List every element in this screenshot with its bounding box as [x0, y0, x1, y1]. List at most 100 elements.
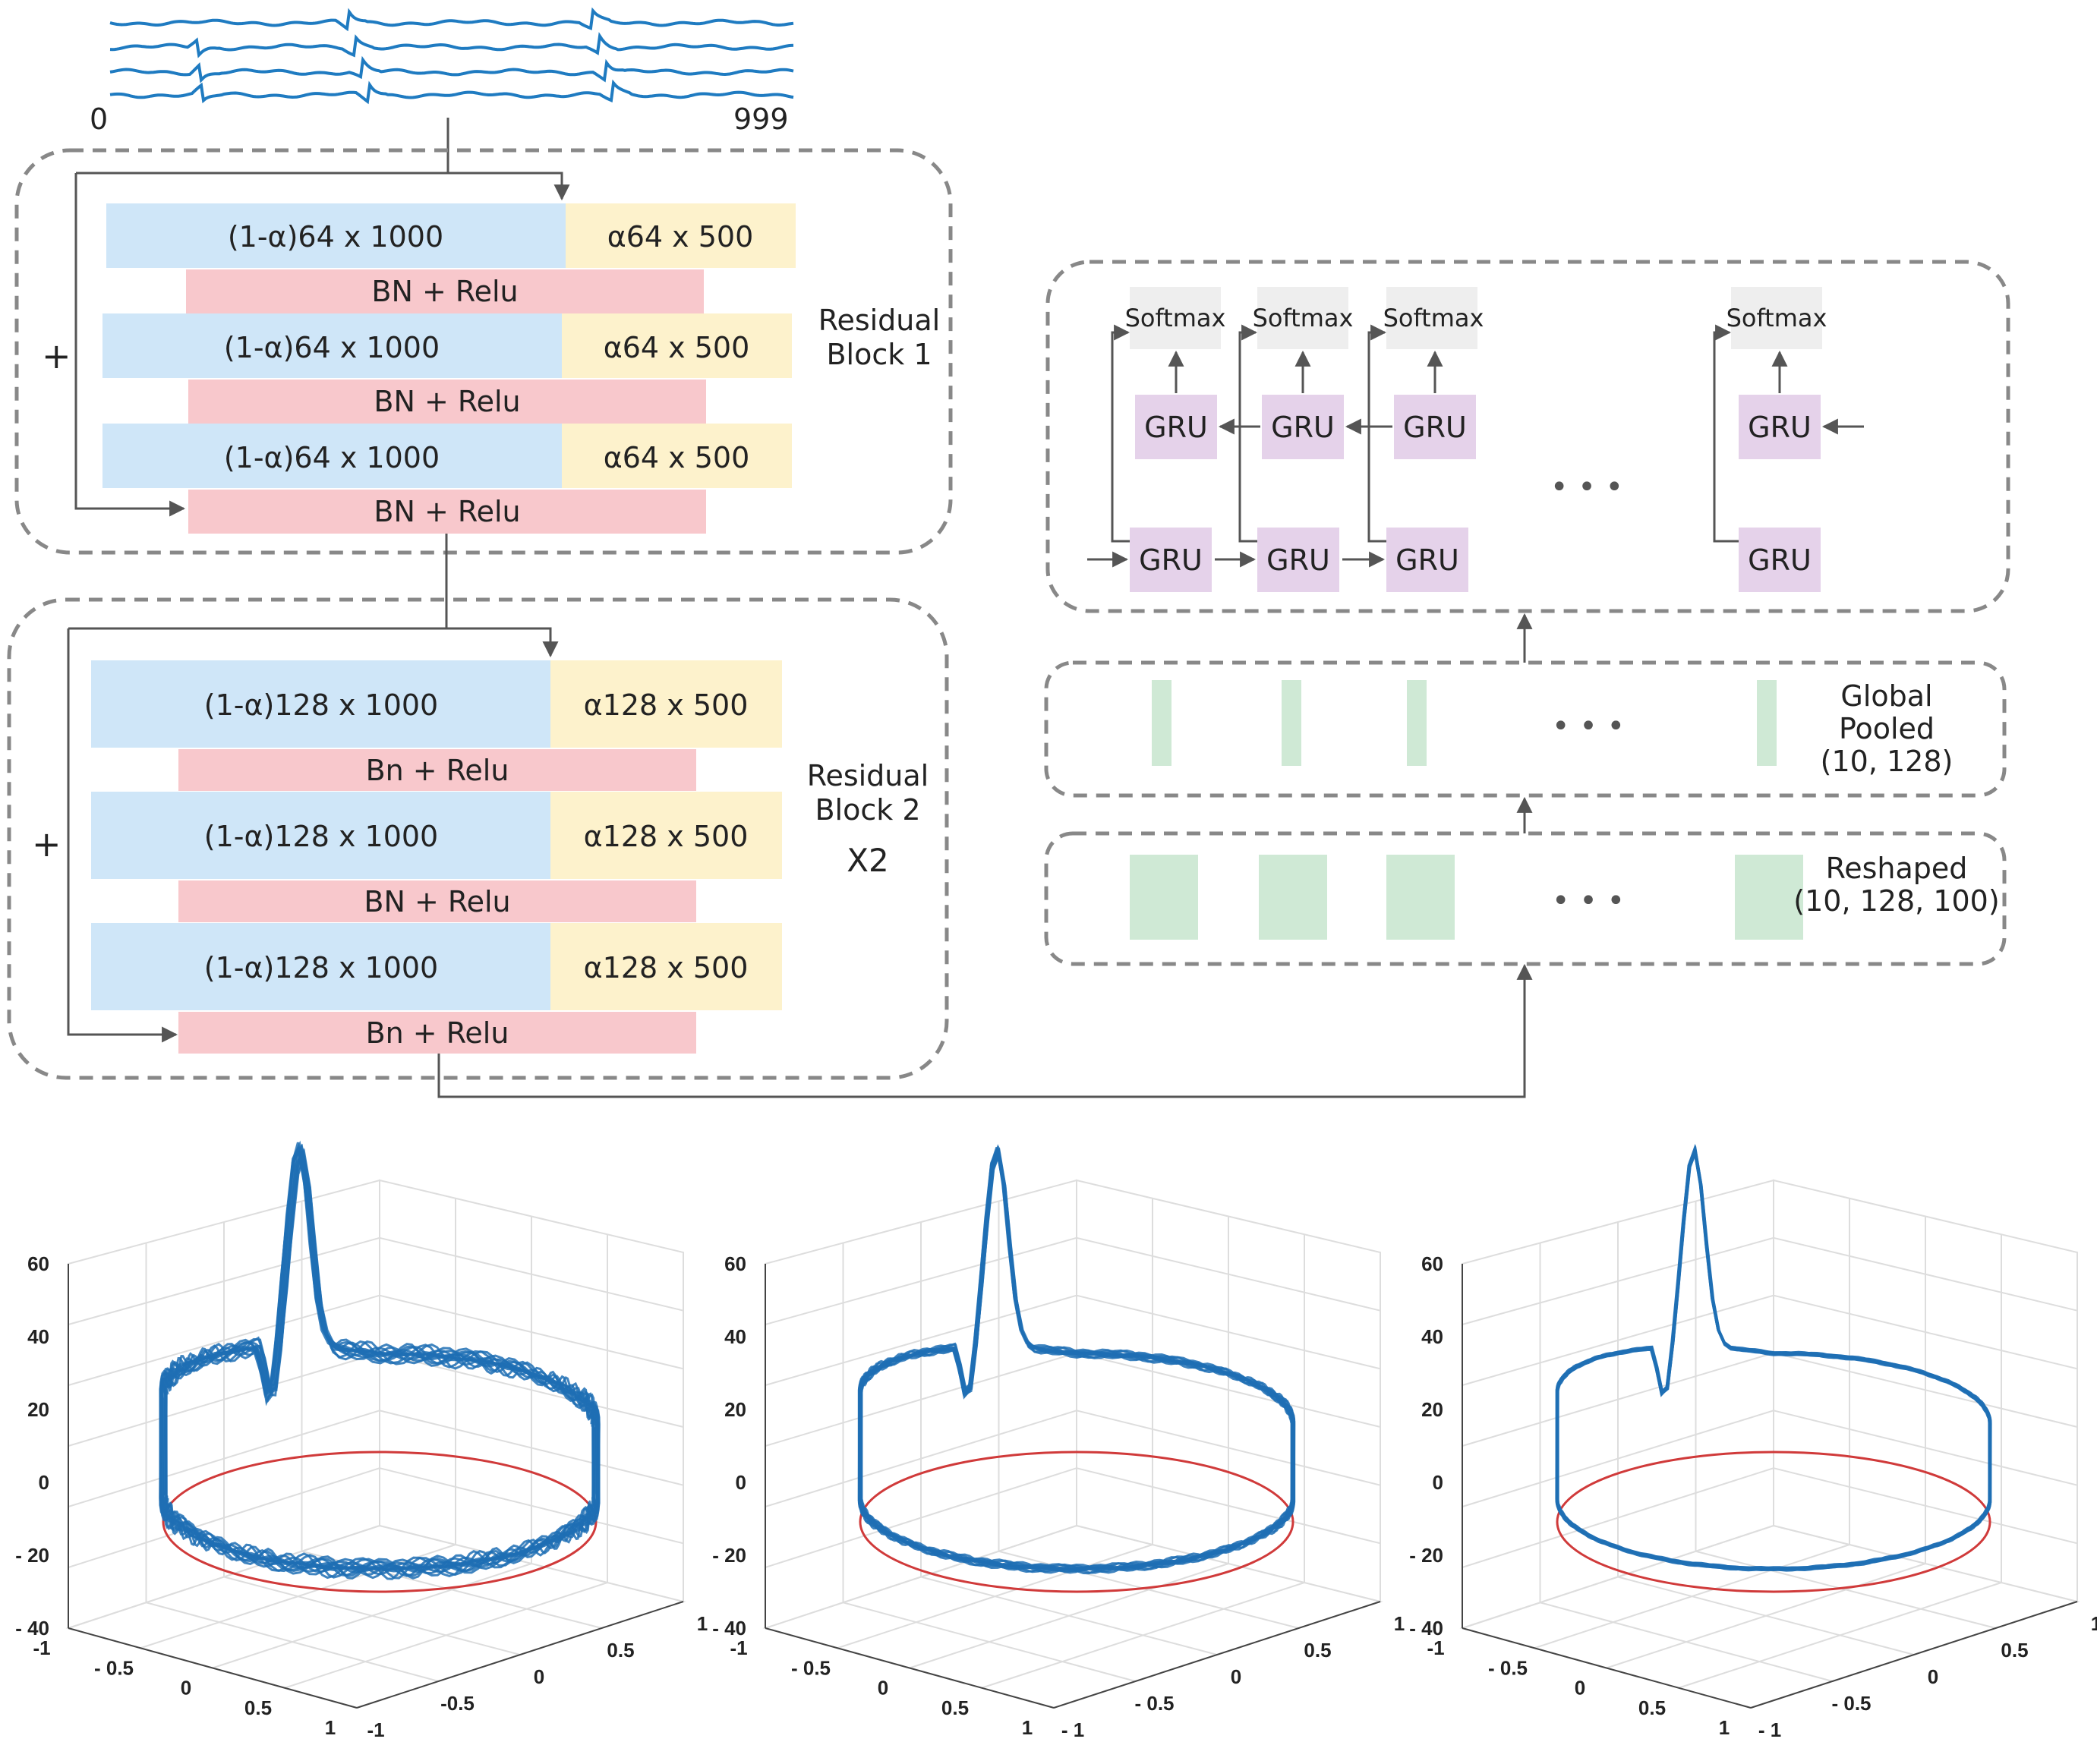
x-tick-label: -1	[1427, 1636, 1444, 1659]
conv-block-low-freq	[562, 424, 792, 488]
arrow	[1238, 324, 1258, 543]
z-tick-label: 0	[736, 1471, 746, 1494]
conv-label-low: α128 x 500	[584, 688, 749, 722]
conv-label-low: α64 x 500	[604, 331, 750, 364]
bn-relu-label: Bn + Relu	[366, 754, 509, 787]
gru-cell-backward	[1739, 395, 1821, 459]
reshaped-block: • • • Reshaped (10, 128, 100)	[1044, 831, 2007, 966]
global-pooled-block: • • • Global Pooled (10, 128)	[1044, 660, 2007, 798]
global-pooled-border	[1044, 660, 2007, 798]
grid-line	[981, 1582, 1305, 1689]
y-tick-label: -1	[367, 1718, 384, 1741]
ecg-loop-trace	[159, 1148, 600, 1573]
softmax-label: Softmax	[1125, 304, 1226, 332]
residual-plus-sign: +	[42, 335, 71, 376]
ellipsis: • • •	[1552, 884, 1625, 918]
gru-label: GRU	[1266, 543, 1330, 577]
conv-label-low: α64 x 500	[607, 220, 754, 254]
softmax-label: Softmax	[1383, 304, 1484, 332]
gru-cell-backward	[1135, 395, 1217, 459]
ecg-trace	[109, 7, 794, 32]
pooled-vector	[1407, 680, 1427, 766]
conv-label-low: α128 x 500	[584, 820, 749, 853]
ecg-trace	[109, 32, 794, 58]
ecg-trace	[109, 79, 794, 105]
x-axis	[765, 1627, 1055, 1709]
conv-label-low: α128 x 500	[584, 951, 749, 984]
conv-block-high-freq	[102, 313, 562, 378]
x-tick-label: -1	[730, 1636, 747, 1659]
conv-label-high: (1-α)128 x 1000	[204, 820, 438, 853]
ecg-loop-trace	[859, 1150, 1294, 1570]
bn-relu-label: BN + Relu	[364, 885, 510, 918]
gru-cell-forward	[1257, 528, 1339, 592]
y-tick-label: 1	[697, 1612, 708, 1635]
conv-block-high-freq	[91, 660, 550, 748]
z-tick-label: - 40	[15, 1617, 49, 1640]
skip-arrow-out	[67, 628, 178, 1043]
grid-line	[223, 1576, 521, 1655]
grid-line	[1695, 1550, 1996, 1629]
conv-label-high: (1-α)128 x 1000	[204, 688, 438, 722]
conv-label-high: (1-α)64 x 1000	[228, 220, 443, 254]
reshaped-label: Reshaped	[1826, 852, 1968, 885]
softmax-block	[1257, 287, 1348, 349]
arrow	[1367, 324, 1387, 543]
gru-cell-backward	[1394, 395, 1476, 459]
bn-relu-block	[178, 1012, 696, 1054]
global-pooled-label: Global	[1840, 679, 1932, 713]
skip-arrow-in	[448, 172, 570, 201]
x-tick-label: 0	[878, 1677, 888, 1699]
conv-block-high-freq	[91, 792, 550, 879]
z-tick-label: 0	[1433, 1471, 1443, 1494]
x-tick-label: 1	[1022, 1716, 1033, 1739]
pooled-vector	[1152, 680, 1171, 766]
z-tick-label: 60	[724, 1252, 746, 1275]
conv-label-high: (1-α)64 x 1000	[224, 441, 440, 474]
global-pooled-shape-label: (10, 128)	[1821, 745, 1954, 778]
softmax-block	[1731, 287, 1822, 349]
ecg-loop-trace	[161, 1150, 598, 1570]
residual-block-2-label: Residual	[807, 759, 929, 792]
input-ecg-signal: 0 999	[90, 7, 794, 136]
conv-label-high: (1-α)64 x 1000	[224, 331, 440, 364]
y-tick-label: - 1	[1061, 1718, 1084, 1741]
conv-block-low-freq	[562, 313, 792, 378]
gru-cell-forward	[1130, 528, 1212, 592]
bn-relu-label: BN + Relu	[371, 275, 518, 308]
residual-block-2-label: Block 2	[815, 793, 920, 827]
x-tick-label: 0.5	[941, 1696, 969, 1719]
y-tick-label: 0	[534, 1665, 544, 1688]
arrow	[1713, 324, 1739, 543]
gru-cell-forward	[1739, 528, 1821, 592]
residual-plus-sign: +	[32, 824, 61, 865]
y-tick-label: 1	[1394, 1612, 1405, 1635]
z-tick-label: - 40	[712, 1617, 746, 1640]
x-tick-label: 0.5	[244, 1696, 272, 1719]
gru-label: GRU	[1748, 543, 1812, 577]
z-tick-label: 40	[1421, 1325, 1443, 1348]
ecg-trace	[109, 55, 794, 83]
z-tick-label: - 20	[1409, 1544, 1443, 1567]
softmax-block	[1386, 287, 1477, 349]
ecg-signal-traces	[109, 7, 794, 105]
reshaped-tensor-block	[1386, 855, 1455, 940]
grid-line	[284, 1582, 608, 1689]
z-tick-label: 20	[27, 1398, 49, 1421]
ecg-loop-trace	[159, 1143, 601, 1577]
grid-line	[920, 1576, 1218, 1655]
ellipsis: • • •	[1550, 470, 1623, 505]
bn-relu-label: BN + Relu	[374, 495, 520, 528]
z-tick-label: 60	[27, 1252, 49, 1275]
bn-relu-block	[178, 880, 696, 922]
reshaped-tensor-block	[1735, 855, 1803, 940]
x-tick-label: 0	[181, 1677, 191, 1699]
grid-line	[1617, 1576, 1915, 1655]
z-tick-label: 40	[27, 1325, 49, 1348]
x-tick-label: 1	[325, 1716, 336, 1739]
conv-block-high-freq	[106, 203, 566, 268]
